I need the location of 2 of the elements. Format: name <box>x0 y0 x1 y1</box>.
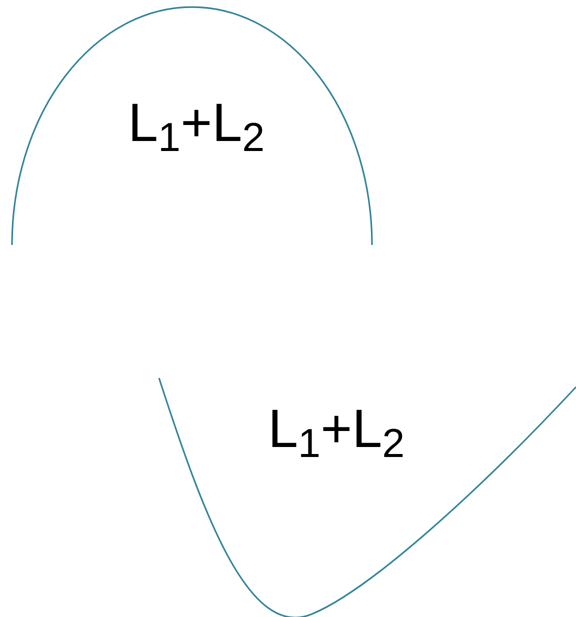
curve-label: L$_{1}$+L$_{2}$ <box>128 96 265 150</box>
curve-label: L$_{1}$+L$_{2}$ <box>268 402 405 456</box>
